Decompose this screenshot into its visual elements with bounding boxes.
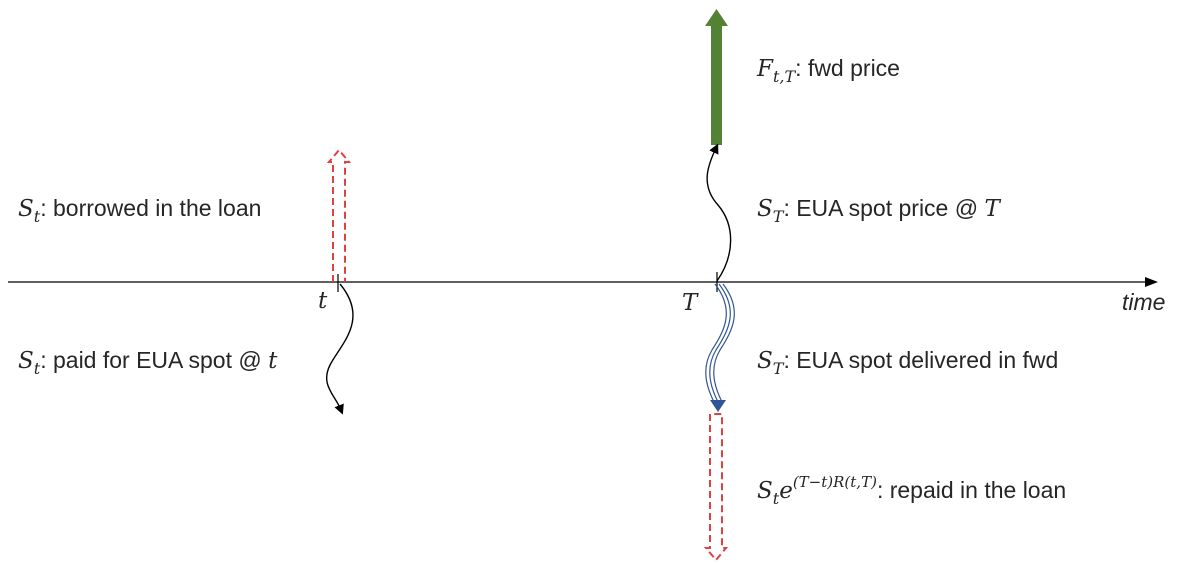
fwd-price-arrow	[705, 9, 728, 145]
paid-wavy-arrow	[325, 283, 354, 415]
axis-arrowhead-icon	[1145, 277, 1158, 287]
borrowed-dashed-arrow	[326, 148, 352, 282]
time-axis: t T time	[8, 272, 1165, 316]
label-repaid: Ste(T−t)R(t,T): repaid in the loan	[757, 473, 1066, 508]
repaid-dashed-arrow	[703, 413, 729, 562]
delivered-wavy-arrow	[705, 283, 735, 412]
axis-label-time: time	[1122, 289, 1165, 315]
label-paid: St: paid for EUA spot @ t	[18, 347, 278, 378]
spot-price-wavy-arrow	[706, 143, 732, 282]
label-borrowed: St: borrowed in the loan	[18, 195, 261, 226]
tick-label-T: T	[682, 290, 699, 316]
tick-label-t: t	[318, 288, 328, 314]
label-delivered: ST: EUA spot delivered in fwd	[757, 347, 1058, 378]
label-fwd-price: Ft,T: fwd price	[756, 55, 900, 86]
label-spot-price: ST: EUA spot price @ T	[757, 195, 1001, 226]
